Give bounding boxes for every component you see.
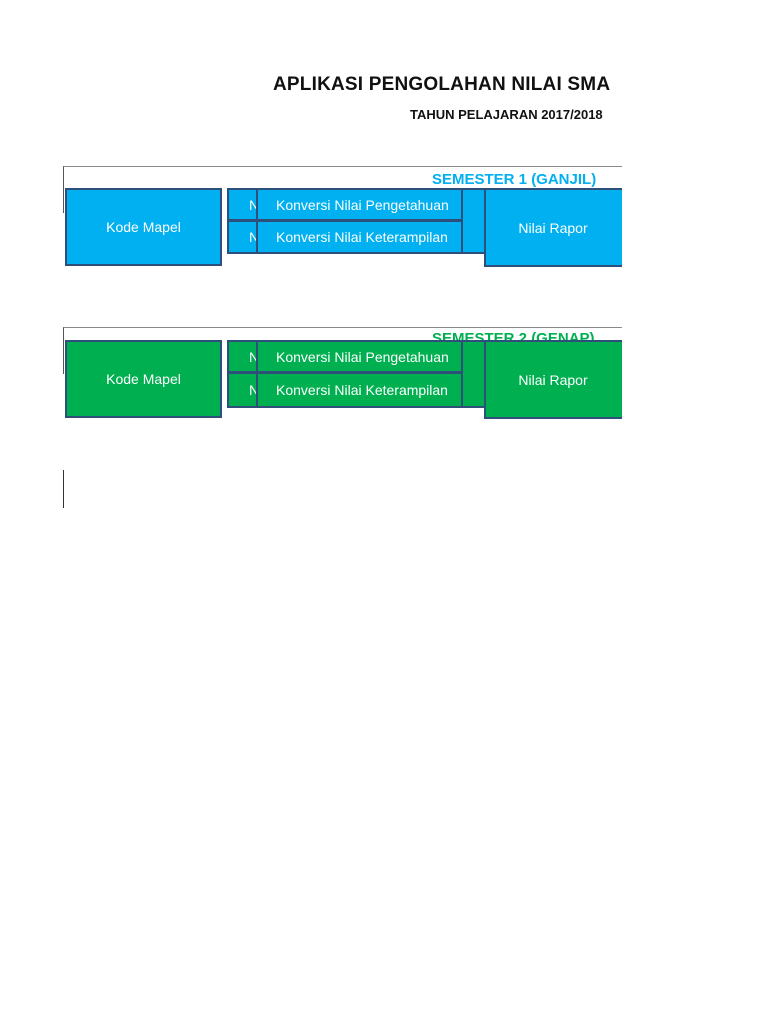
semester-1-konversi-pengetahuan-button[interactable]: Konversi Nilai Pengetahuan (256, 188, 463, 221)
semester-1-frame (63, 166, 622, 213)
semester-2-konversi-pengetahuan-button[interactable]: Konversi Nilai Pengetahuan (256, 340, 463, 373)
semester-1-kode-mapel-button[interactable]: Kode Mapel (65, 188, 222, 266)
semester-1-nilai-rapor-button[interactable]: Nilai Rapor (484, 188, 622, 267)
semester-2-nilai-pengetahuan-stub[interactable]: N (227, 340, 259, 373)
semester-2-nilai-rapor-button[interactable]: Nilai Rapor (484, 340, 622, 419)
semester-1-nilai-keterampilan-stub[interactable]: N (227, 220, 259, 254)
semester-1-nilai-pengetahuan-stub[interactable]: N (227, 188, 259, 221)
semester-1-konversi-keterampilan-button[interactable]: Konversi Nilai Keterampilan (256, 220, 463, 254)
sheet-area: APLIKASI PENGOLAHAN NILAI SMA TAHUN PELA… (63, 74, 622, 508)
cell-divider (63, 470, 64, 508)
semester-2-nilai-keterampilan-stub[interactable]: N (227, 372, 259, 408)
semester-2-konversi-keterampilan-button[interactable]: Konversi Nilai Keterampilan (256, 372, 463, 408)
page-subtitle: TAHUN PELAJARAN 2017/2018 (410, 107, 603, 122)
semester-2-kode-mapel-button[interactable]: Kode Mapel (65, 340, 222, 418)
semester-1-heading: SEMESTER 1 (GANJIL) (432, 171, 597, 188)
page-title: APLIKASI PENGOLAHAN NILAI SMA (273, 74, 611, 95)
semester-2-frame (63, 327, 622, 374)
